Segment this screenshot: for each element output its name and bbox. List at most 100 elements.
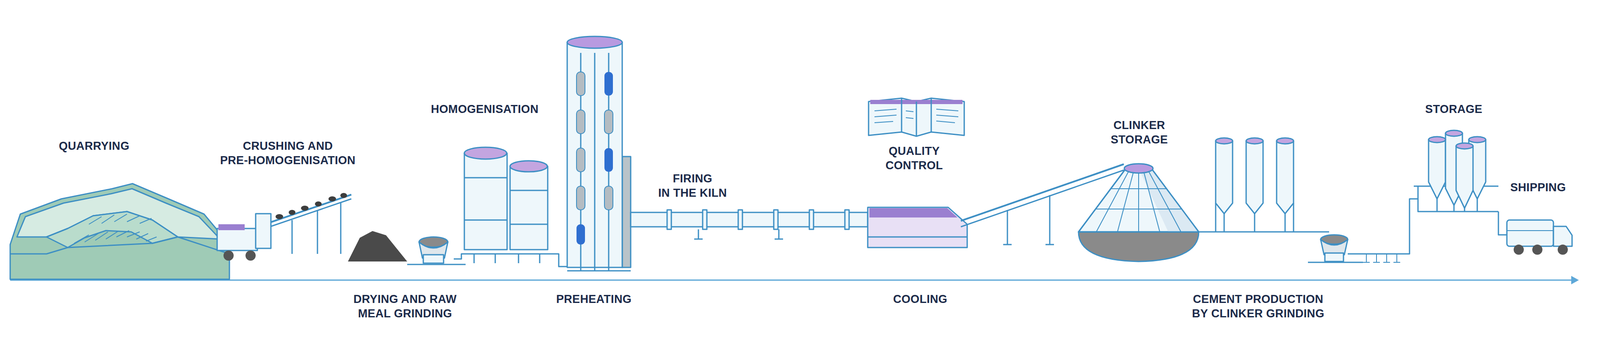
- rotary-kiln: [630, 209, 868, 240]
- label-line: QUALITY: [885, 143, 944, 159]
- storage-silos-part: [1436, 198, 1438, 212]
- cement-grinding-illustration-part: [1215, 203, 1217, 232]
- cement-grinding-illustration-part-part: [1246, 140, 1264, 214]
- cement-grinding-illustration-part-part: [1215, 137, 1233, 144]
- homogenisation-silos-part: [464, 219, 508, 221]
- rotary-kiln-part-part: [667, 209, 672, 230]
- rotary-kiln-part-part: [809, 209, 814, 230]
- quality-control-icon-part-part: [874, 109, 897, 111]
- cement-grinding-illustration-part-part: [1276, 137, 1294, 144]
- shipping-truck-part: [1506, 230, 1554, 232]
- homogenisation-silos-part: [510, 223, 548, 226]
- storage-silos-part: [1464, 208, 1466, 212]
- cement-grinding-illustration-part: [1223, 213, 1225, 232]
- crusher-illustration-part-part: [314, 201, 322, 207]
- clinker-storage-dome-part-part: [1111, 188, 1167, 190]
- label-line: DRYING AND RAW: [353, 292, 457, 307]
- quality-control-icon-part: [874, 109, 959, 123]
- crusher-illustration-part-part: [288, 209, 296, 216]
- quarry-illustration-part-part: [84, 233, 99, 243]
- clinker-conveyor-part: [1003, 244, 1012, 246]
- storage-silos-part-part: [1456, 146, 1474, 209]
- preheater-tower-part-part: [576, 224, 585, 245]
- step-label: PREHEATING: [556, 292, 632, 307]
- clinker-cooler-part: [869, 208, 958, 218]
- label-line: BY CLINKER GRINDING: [1191, 306, 1325, 321]
- rotary-kiln-part: [774, 238, 784, 240]
- quality-control-icon-part-part: [874, 115, 897, 117]
- cement-grinding-illustration: [1198, 137, 1418, 263]
- homogenisation-silos-part: [510, 190, 548, 192]
- preheater-tower: [567, 36, 631, 271]
- step-label: CEMENT PRODUCTION BY CLINKER GRINDING: [1191, 292, 1325, 321]
- crusher-illustration-part: [270, 198, 352, 227]
- crusher-illustration-part-part: [340, 193, 348, 199]
- preheater-tower-part: [576, 71, 613, 245]
- crusher-illustration-part: [217, 228, 258, 251]
- preheater-tower-part: [567, 36, 623, 49]
- quarry-illustration-part-part: [146, 237, 157, 242]
- step-label: QUARRYING: [58, 138, 130, 154]
- cement-grinding-illustration-part-part: [1386, 253, 1388, 263]
- cement-grinding-illustration-part: [1215, 140, 1294, 214]
- label-line: CEMENT PRODUCTION: [1191, 292, 1325, 307]
- quarry-illustration-part-part: [126, 215, 140, 222]
- shipping-truck-part: [1557, 244, 1568, 255]
- crusher-illustration-part: [255, 213, 271, 249]
- quality-control-icon-part: [868, 98, 965, 137]
- clinker-cooler: [867, 207, 968, 248]
- cement-grinding-illustration-part: [1324, 253, 1344, 262]
- step-label: SHIPPING: [1510, 180, 1566, 195]
- step-label: FIRING IN THE KILN: [658, 171, 727, 201]
- storage-silos-part: [1428, 133, 1486, 209]
- quality-control-icon-part-part: [936, 109, 959, 111]
- preheater-tower-part-part: [604, 71, 613, 96]
- homogenisation-silos-part: [510, 160, 548, 172]
- clinker-storage-dome-part: [1096, 168, 1182, 232]
- storage-silos-part: [1428, 130, 1486, 149]
- label-line: PRE-HOMOGENISATION: [220, 153, 356, 168]
- clinker-storage-dome-part: [1078, 231, 1199, 262]
- quarry-illustration-part: [10, 237, 230, 254]
- crusher-illustration-part: [317, 210, 319, 254]
- flow-arrow: [10, 275, 1579, 285]
- quarry-illustration-part-part: [136, 233, 149, 240]
- cement-grinding-illustration-part-part: [1396, 253, 1398, 263]
- cement-grinding-illustration-part-part: [1373, 262, 1380, 263]
- clinker-conveyor-part: [1049, 195, 1051, 245]
- rotary-kiln-part: [667, 209, 850, 230]
- quality-control-icon-part: [901, 98, 903, 133]
- rotary-kiln-part-part: [773, 209, 778, 230]
- crusher-illustration: [217, 193, 408, 262]
- quality-control-icon-part-part: [936, 115, 959, 117]
- cement-grinding-illustration-part-part: [1393, 262, 1401, 263]
- step-label: STORAGE: [1425, 102, 1483, 117]
- crusher-illustration-part: [223, 250, 234, 261]
- quality-control-icon-part-part: [874, 121, 894, 123]
- raw-mill-illustration: [407, 237, 466, 265]
- quarry-illustration-part-part: [116, 230, 130, 238]
- cement-grinding-illustration-part: [1293, 203, 1295, 232]
- flow-arrow-part: [1571, 275, 1579, 285]
- raw-mill-illustration-part: [423, 254, 444, 264]
- quality-control-icon-part: [915, 101, 918, 137]
- clinker-conveyor-part: [1006, 209, 1009, 245]
- storage-silos-part-part: [1428, 136, 1446, 143]
- preheater-tower-part: [594, 52, 596, 271]
- homogenisation-silos-part: [464, 153, 508, 250]
- flow-arrow-part: [10, 279, 1573, 282]
- clinker-storage-dome-part-part: [1096, 208, 1182, 210]
- storage-silos-part-part: [1468, 136, 1486, 143]
- preheater-tower-part-part: [576, 186, 585, 210]
- quarry-illustration-part-part: [105, 231, 119, 240]
- storage-silos-part: [1476, 198, 1479, 212]
- crusher-illustration-part: [291, 220, 293, 254]
- label-line: MEAL GRINDING: [353, 306, 457, 321]
- quarry-illustration-part: [10, 183, 230, 280]
- crusher-illustration-part: [340, 202, 342, 254]
- shipping-truck-part: [1532, 244, 1543, 255]
- homogenisation-silos: [453, 147, 568, 267]
- storage-silos-part-part: [1445, 130, 1463, 137]
- step-label: HOMOGENISATION: [430, 102, 539, 117]
